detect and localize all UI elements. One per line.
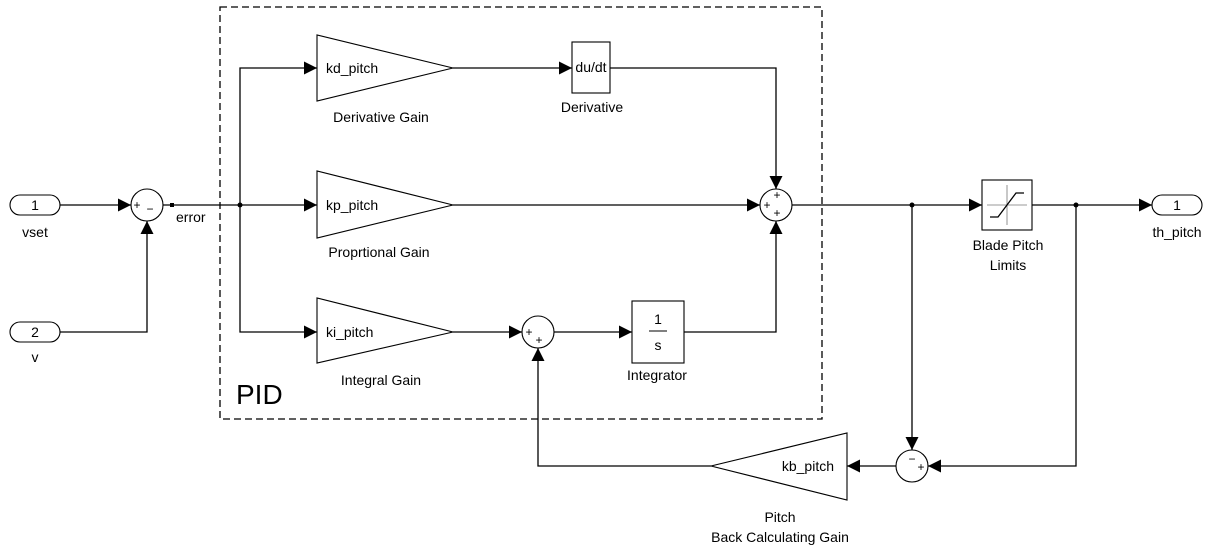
signal-error-to-ki [239,205,317,339]
outport-th-pitch[interactable]: 1 [1151,194,1203,216]
outport-label: th_pitch [1152,224,1201,240]
signal-integrator-to-sum [684,221,783,333]
sum-back-sign-top: − [908,452,915,466]
integrator-numerator: 1 [654,311,662,327]
sum-error-sign-minus: − [146,202,153,216]
sum-back-sign-right: + [917,460,924,474]
kp-gain-param: kp_pitch [326,197,378,213]
sum-error-sign-plus: + [133,198,140,212]
sum-integral-sign-left: + [525,325,532,339]
inport-vset-label: vset [22,224,48,240]
derivative-gain-label: Derivative Gain [333,109,429,125]
integrator-label: Integrator [627,367,687,383]
sum-integral[interactable]: + + [521,315,555,349]
outport-number: 1 [1173,197,1181,213]
pid-label: PID [236,379,283,410]
derivative-gain-block[interactable]: kd_pitch [316,34,454,102]
sum-pid-sign-top: + [773,188,780,202]
sum-pid[interactable]: + + + [759,188,793,222]
inport-v-number: 2 [31,324,39,340]
back-calculating-gain-block[interactable]: kb_pitch [710,432,848,501]
integral-gain-label: Integral Gain [341,372,421,388]
saturation-label-line1: Blade Pitch [973,237,1044,253]
inport-vset[interactable]: 1 [9,194,61,216]
signal-sat-to-back-sum [928,205,1077,473]
saturation-label-line2: Limits [990,257,1027,273]
signal-derivative-to-sum [610,67,783,189]
sum-back-calc[interactable]: − + [895,449,929,483]
saturation-block[interactable] [981,179,1033,231]
inport-v-label: v [32,349,39,365]
ki-gain-param: ki_pitch [326,324,373,340]
kd-gain-param: kd_pitch [326,60,378,76]
error-port-marker [170,203,174,207]
sum-integral-sign-bottom: + [535,333,542,347]
derivative-block-text: du/dt [575,59,606,75]
integral-gain-block[interactable]: ki_pitch [316,297,454,364]
pid-subsystem-boundary [219,6,823,420]
sum-pid-sign-bottom: + [773,206,780,220]
sum-error[interactable]: + − [130,188,164,222]
kb-gain-param: kb_pitch [782,458,834,474]
back-calculating-gain-label-line2: Back Calculating Gain [711,529,849,545]
signal-kb-to-int-sum [531,348,711,467]
inport-v[interactable]: 2 [9,321,61,343]
integrator-block[interactable]: 1 s [631,300,685,364]
sum-pid-sign-left: + [763,198,770,212]
derivative-block[interactable]: du/dt [571,41,611,94]
inport-vset-number: 1 [31,197,39,213]
signal-v [60,221,154,333]
signal-error-to-kd [239,61,317,205]
derivative-label: Derivative [561,99,623,115]
integrator-denominator: s [655,337,662,353]
back-calculating-gain-label-line1: Pitch [764,509,795,525]
proportional-gain-label: Proprtional Gain [328,244,429,260]
proportional-gain-block[interactable]: kp_pitch [316,170,454,239]
error-signal-label: error [176,209,206,225]
